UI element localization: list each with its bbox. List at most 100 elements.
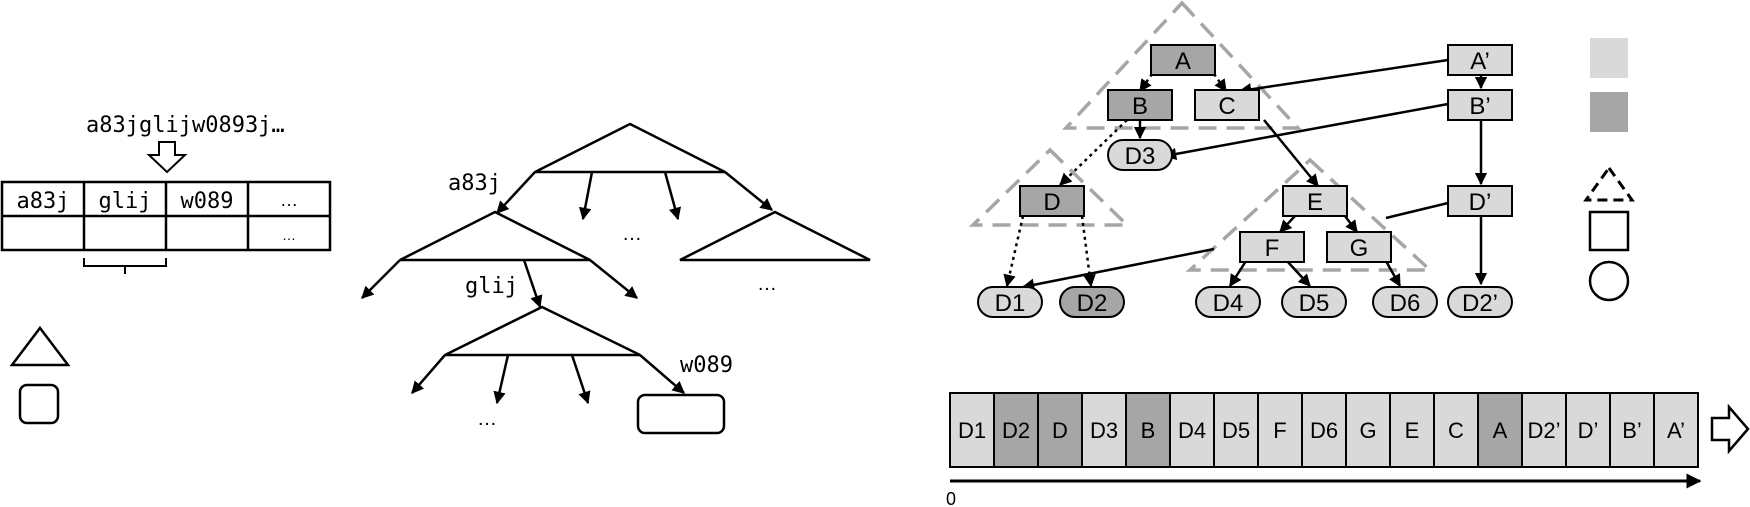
edge-arrow: [1212, 73, 1228, 93]
tree-node-labels: A B C D E F G D3 D1 D2 D4 D5 D6 A’ B’ D’…: [995, 48, 1498, 317]
edge-arrow: [663, 171, 682, 221]
sequence-cell-label: D5: [1222, 418, 1250, 443]
node-A: [1150, 44, 1216, 76]
node-label: E: [1307, 189, 1323, 216]
triangle-legend-icon: [9, 325, 71, 367]
ellipsis: …: [622, 223, 642, 245]
sequence-cell-label: D2: [1002, 418, 1030, 443]
chunk-table: a83j glij w089 … …: [0, 180, 332, 252]
node-label: D4: [1213, 290, 1244, 317]
sequence-cell-label: D4: [1178, 418, 1206, 443]
tree-nodes: [977, 44, 1513, 318]
edge-arrow: [589, 259, 638, 299]
sequence-cell: [949, 392, 995, 468]
tree-edges: [1003, 58, 1488, 291]
edge-arrow: [1059, 119, 1128, 186]
edge-arrow: [1003, 215, 1025, 288]
hollow-right-arrow-icon: [1710, 403, 1750, 455]
node-label: D3: [1125, 143, 1156, 170]
sequence-cell: [1169, 392, 1215, 468]
sequence-cell-label: D1: [958, 418, 986, 443]
node-label: G: [1350, 235, 1369, 262]
table-cell: w089: [181, 189, 234, 214]
node-label: D2: [1077, 290, 1108, 317]
trie-node-triangle: [534, 122, 726, 174]
circle-legend-icon: [1588, 260, 1630, 302]
rounded-square-legend-icon: [18, 383, 60, 425]
node-D1: [977, 286, 1043, 318]
square-legend-icon: [1588, 210, 1630, 252]
legend-dark-swatch: [1590, 92, 1628, 132]
sequence-cell-label: D’: [1578, 418, 1599, 443]
edge-arrow: [496, 171, 536, 214]
node-label: D1: [995, 290, 1026, 317]
sequence-cell-label: D: [1052, 418, 1068, 443]
edge-arrow: [411, 354, 446, 394]
sequence-cell-label: A’: [1667, 418, 1685, 443]
table-cell: …: [280, 190, 298, 210]
dashed-triangle: [968, 147, 1132, 227]
node-label: C: [1218, 93, 1235, 120]
trie-node-triangle: [444, 305, 641, 357]
sequence-cell: [1565, 392, 1611, 468]
sequence-cell-label: B: [1141, 418, 1156, 443]
label-a83j: a83j: [448, 171, 501, 196]
node-label: D’: [1469, 189, 1492, 216]
label-w089: w089: [680, 353, 733, 378]
trie-node-triangle: [679, 210, 871, 262]
sequence-cell: [1389, 392, 1435, 468]
node-E: [1282, 185, 1348, 217]
node-G: [1326, 231, 1392, 263]
node-D4: [1195, 286, 1261, 318]
table-cell: glij: [99, 189, 152, 214]
table-cell: a83j: [17, 189, 70, 214]
legend-light-swatch: [1590, 38, 1628, 78]
node-label: B’: [1469, 93, 1490, 120]
label-glij: glij: [465, 274, 518, 299]
ellipsis: …: [757, 273, 777, 295]
node-A-prime: [1447, 44, 1513, 76]
node-label: A’: [1470, 48, 1490, 75]
edge-arrow: [1021, 247, 1215, 291]
edge-arrow: [1238, 58, 1449, 96]
sequence-cell-label: B’: [1622, 418, 1642, 443]
edge-arrow: [493, 354, 510, 405]
input-string: a83jglijw0893j…: [86, 113, 285, 138]
sequence-cell-label: F: [1273, 418, 1286, 443]
edge-arrow: [1263, 119, 1319, 187]
sequence-cell: [1433, 392, 1479, 468]
node-D-prime: [1447, 185, 1513, 217]
dashed-subtree-outlines: [968, 0, 1435, 272]
sequence-cell: [1301, 392, 1347, 468]
sequence-cell-label: G: [1359, 418, 1376, 443]
node-D3: [1107, 139, 1173, 171]
sequence-cell: [1213, 392, 1259, 468]
axis-origin-label: 0: [946, 489, 956, 507]
table-cell: …: [282, 227, 296, 243]
node-C: [1194, 89, 1260, 121]
node-D: [1019, 185, 1085, 217]
edge-arrow: [1138, 73, 1154, 93]
leaf-rounded-rect: [636, 393, 726, 435]
node-D6: [1372, 286, 1438, 318]
trie-labels: a83j glij w089 … … …: [448, 171, 777, 430]
node-label: B: [1132, 93, 1148, 120]
sequence-cell: [1477, 392, 1523, 468]
sequence-cell-label: A: [1493, 418, 1508, 443]
edge-arrow: [1286, 260, 1311, 287]
edge-arrow: [1228, 260, 1248, 288]
node-label: A: [1175, 48, 1191, 75]
left-panel: a83jglijw0893j… a83j glij w089 … …: [0, 113, 332, 425]
dashed-triangle: [1185, 157, 1435, 272]
edge-arrow: [570, 354, 591, 405]
sequence-cell-label: E: [1405, 418, 1420, 443]
edge-arrow: [578, 171, 594, 221]
node-D2-prime: [1447, 286, 1513, 318]
tree-legend: [1583, 38, 1635, 302]
node-D5: [1281, 286, 1347, 318]
sequence-cell-label: D6: [1310, 418, 1338, 443]
edge-arrow: [1279, 215, 1296, 233]
node-label: D5: [1299, 290, 1330, 317]
